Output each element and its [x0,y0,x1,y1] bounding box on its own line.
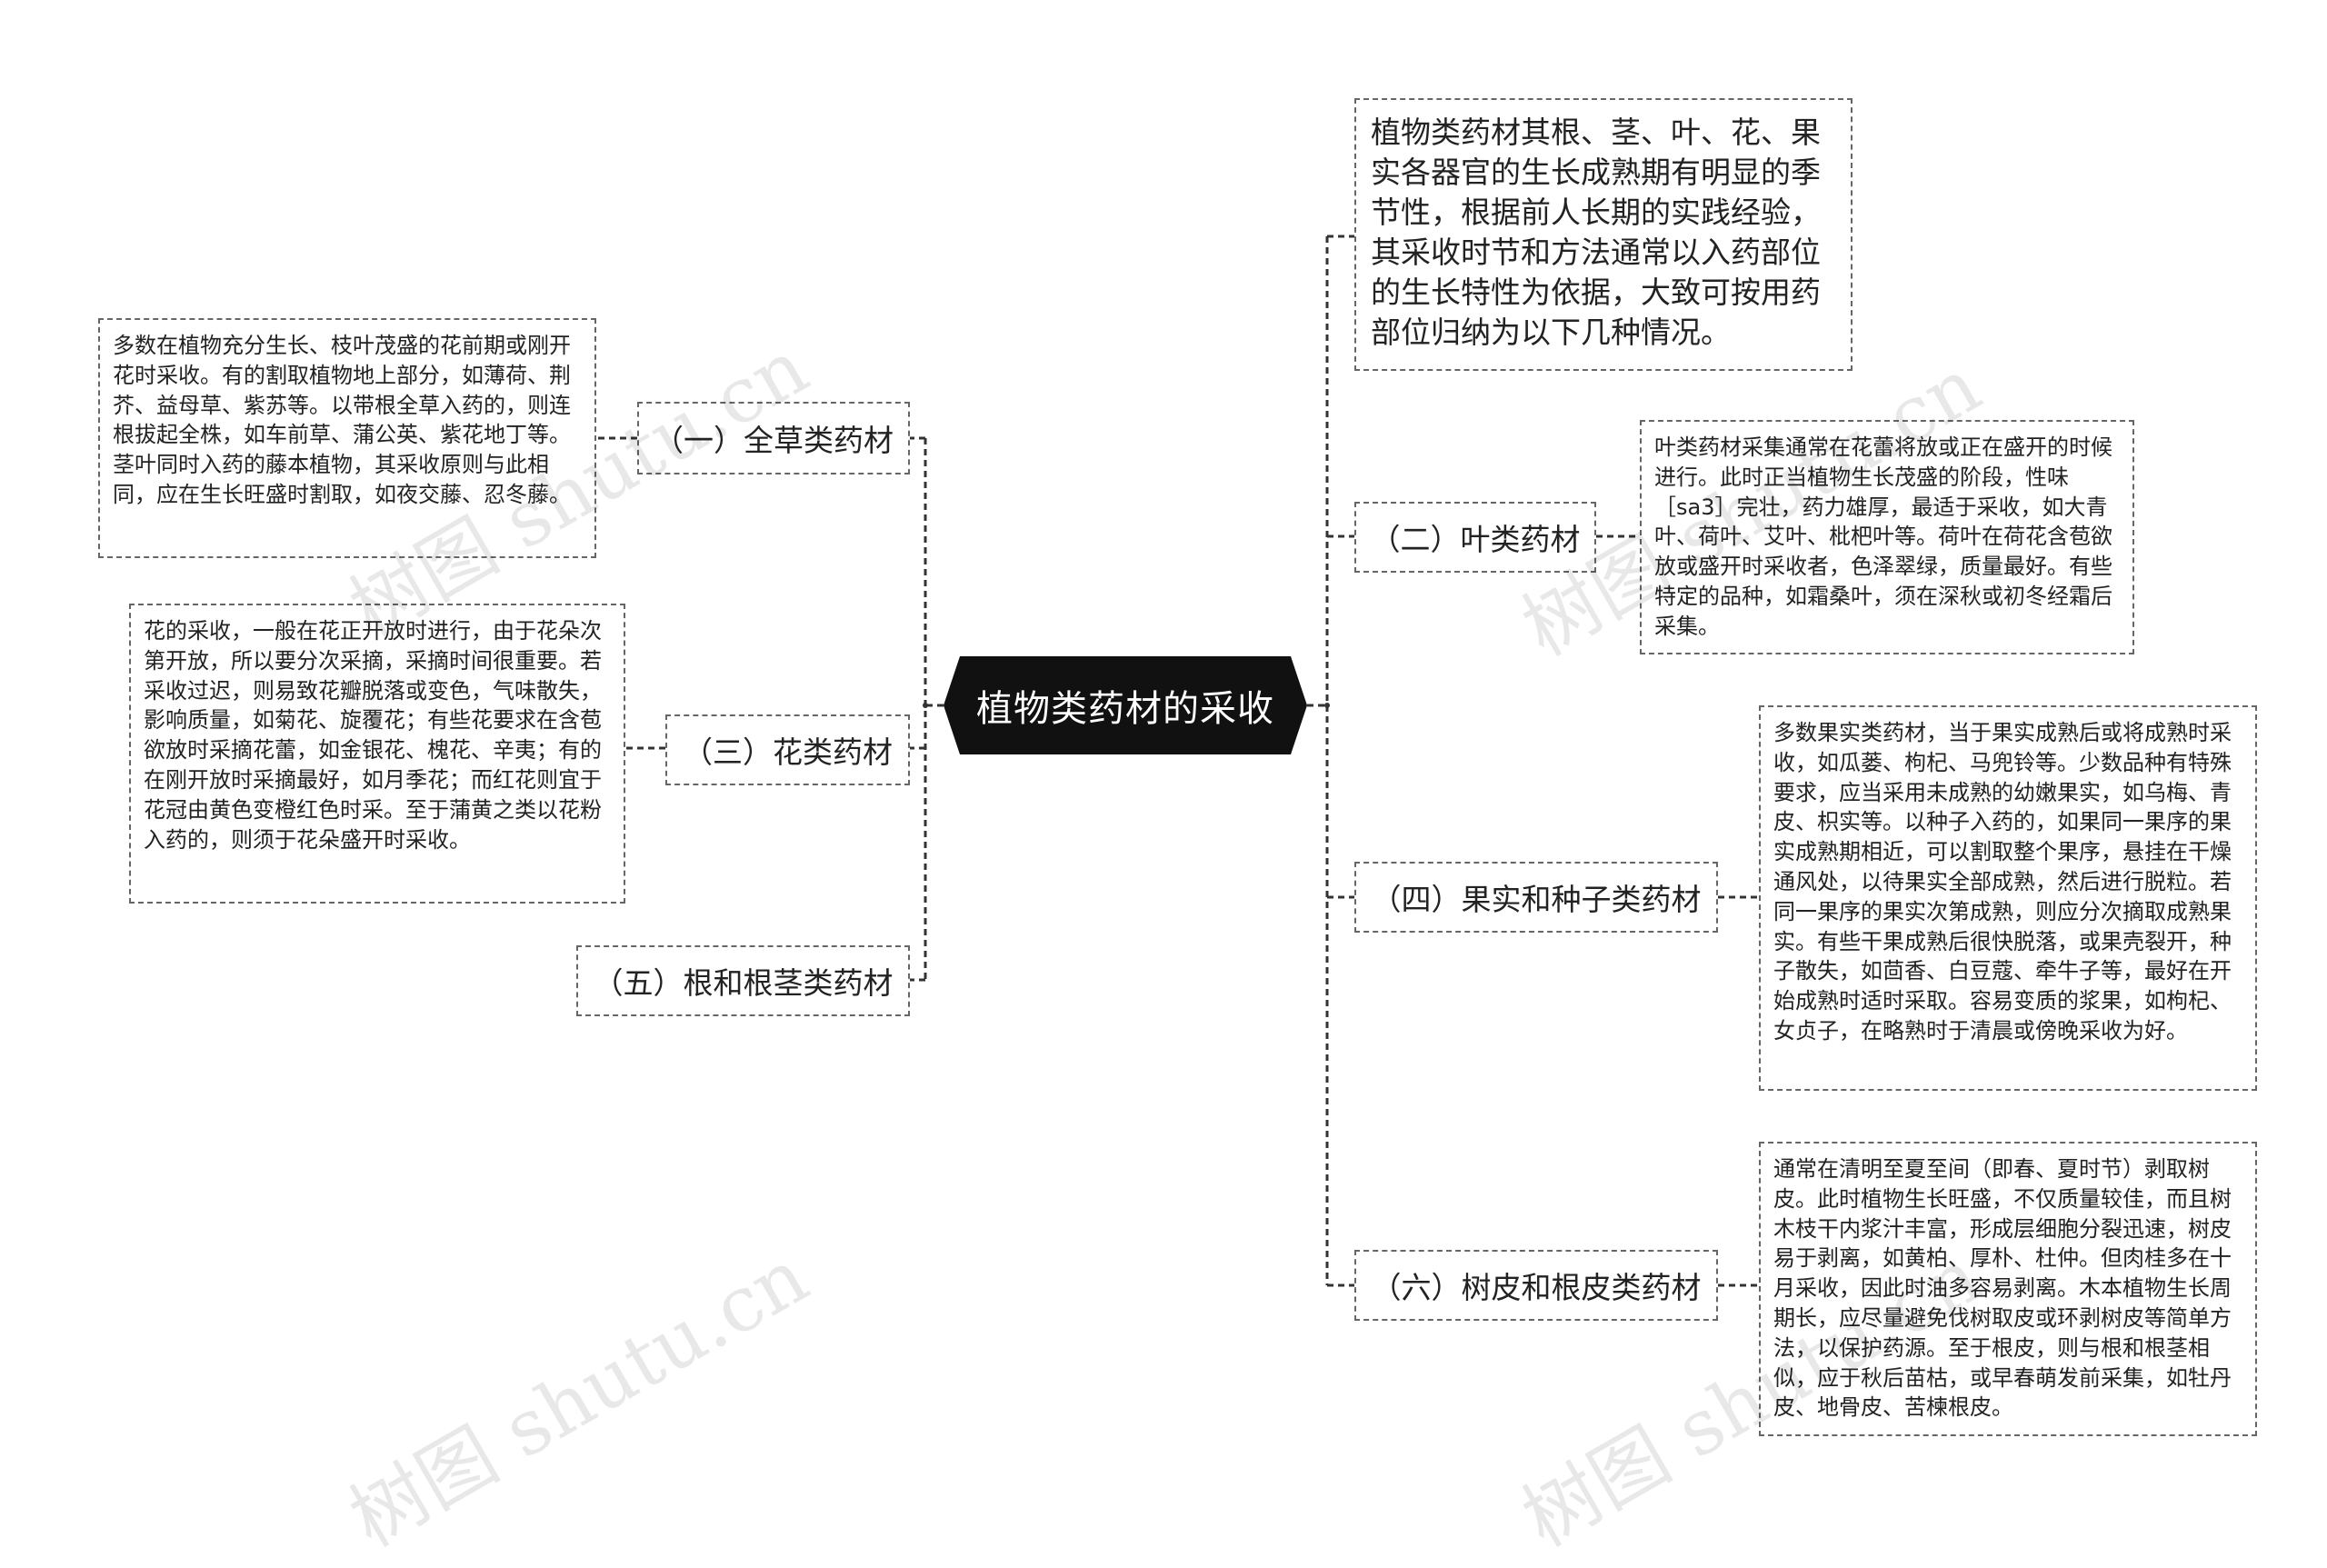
branch-fruit-seed[interactable]: （四）果实和种子类药材 [1354,862,1718,933]
branch-leaf[interactable]: （二）叶类药材 [1354,502,1596,573]
branch-label: （一）全草类药材 [654,423,894,458]
note-fruit-seed: 多数果实类药材，当于果实成熟后或将成熟时采收，如瓜蒌、枸杞、马兜铃等。少数品种有… [1759,705,2257,1091]
intro-text-box: 植物类药材其根、茎、叶、花、果实各器官的生长成熟期有明显的季节性，根据前人长期的… [1354,98,1853,371]
note-whole-herb: 多数在植物充分生长、枝叶茂盛的花前期或刚开花时采收。有的割取植物地上部分，如薄荷… [98,318,596,558]
intro-text: 植物类药材其根、茎、叶、花、果实各器官的生长成熟期有明显的季节性，根据前人长期的… [1371,115,1821,350]
note-leaf: 叶类药材采集通常在花蕾将放或正在盛开的时候进行。此时正当植物生长茂盛的阶段，性味… [1640,420,2134,654]
note-text: 通常在清明至夏至间（即春、夏时节）剥取树皮。此时植物生长旺盛，不仅质量较佳，而且… [1773,1156,2232,1421]
root-title: 植物类药材的采收 [976,688,1274,730]
note-flower: 花的采收，一般在花正开放时进行，由于花朵次第开放，所以要分次采摘，采摘时间很重要… [129,604,625,904]
branch-bark[interactable]: （六）树皮和根皮类药材 [1354,1250,1718,1321]
root-topic[interactable]: 植物类药材的采收 [944,656,1307,754]
branch-flower[interactable]: （三）花类药材 [665,714,910,785]
branch-whole-herb[interactable]: （一）全草类药材 [637,402,910,474]
note-text: 花的采收，一般在花正开放时进行，由于花朵次第开放，所以要分次采摘，采摘时间很重要… [144,618,602,853]
branch-root-rhizome[interactable]: （五）根和根茎类药材 [576,945,910,1016]
branch-label: （六）树皮和根皮类药材 [1371,1270,1702,1305]
connector-lines [596,235,1759,1287]
branch-label: （四）果实和种子类药材 [1371,882,1702,917]
root-shape [944,656,1307,754]
note-text: 叶类药材采集通常在花蕾将放或正在盛开的时候进行。此时正当植物生长茂盛的阶段，性味… [1654,434,2112,639]
note-bark: 通常在清明至夏至间（即春、夏时节）剥取树皮。此时植物生长旺盛，不仅质量较佳，而且… [1759,1142,2257,1436]
branch-label: （五）根和根茎类药材 [593,965,894,1001]
branch-label: （三）花类药材 [683,734,893,770]
note-text: 多数果实类药材，当于果实成熟后或将成熟时采收，如瓜蒌、枸杞、马兜铃等。少数品种有… [1773,720,2232,1044]
mind-map: 植物类药材的采收 （一）全草类药材 多数在植物充分生长、枝叶茂盛的花前期或刚开花… [98,98,2257,1563]
note-text: 多数在植物充分生长、枝叶茂盛的花前期或刚开花时采收。有的割取植物地上部分，如薄荷… [113,333,571,507]
branch-label: （二）叶类药材 [1370,522,1581,557]
